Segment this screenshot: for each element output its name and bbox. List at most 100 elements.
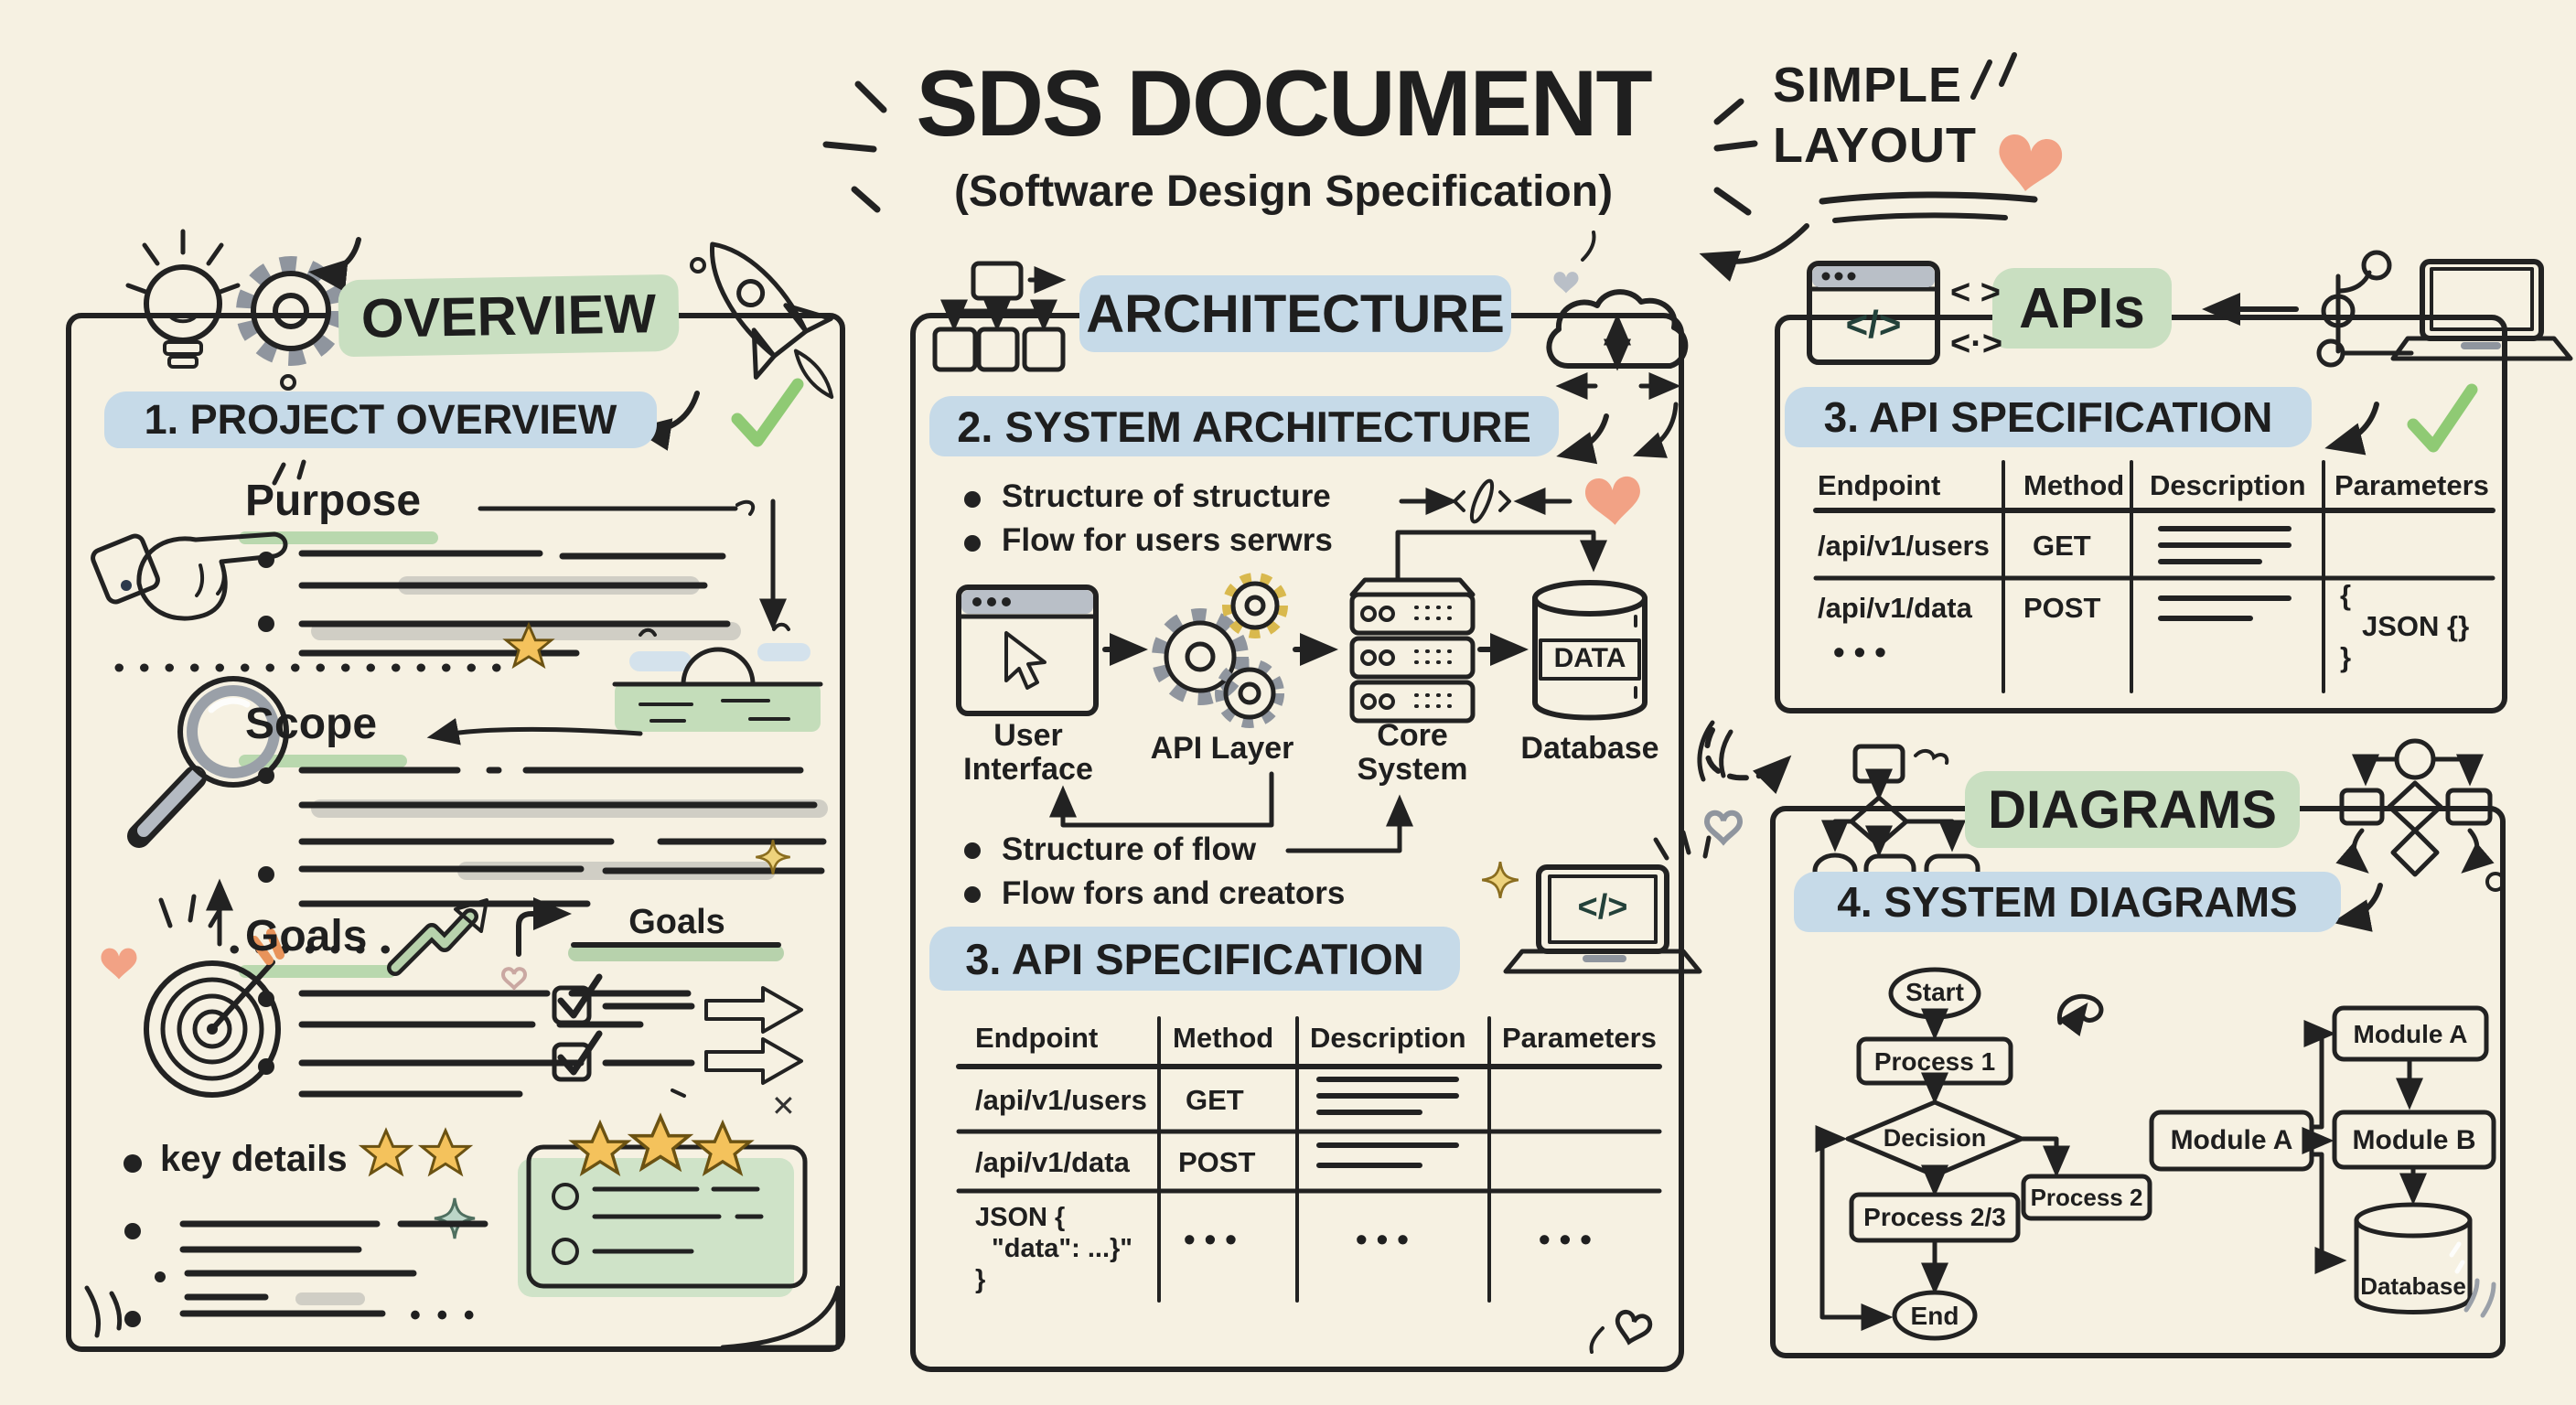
right-th-description: Description <box>2150 469 2306 501</box>
code-window-glyph: </> <box>1845 303 1902 346</box>
mini-flowchart-icon <box>1812 744 1980 889</box>
node-decision: Decision <box>1883 1124 1987 1152</box>
heart-icon <box>503 969 525 988</box>
mid-row1-endpoint: /api/v1/users <box>975 1084 1147 1116</box>
apis-table-grid <box>1813 460 2496 693</box>
node-process1: Process 1 <box>1873 1047 1996 1076</box>
sunset-icon <box>612 622 823 732</box>
laptop-code-glyph: </> <box>1577 888 1628 927</box>
badge-layout: LAYOUT <box>1773 118 1978 173</box>
sparkle-icon <box>1480 860 1520 900</box>
mid-th-endpoint: Endpoint <box>975 1022 1099 1054</box>
section-label-architecture: ARCHITECTURE <box>1079 275 1511 352</box>
api-table-grid <box>956 1016 1662 1303</box>
mid-row3-dots-3: • • • <box>1539 1220 1592 1258</box>
block-arrow-icon <box>704 986 803 1034</box>
page-curl <box>720 1285 841 1350</box>
node-module-b: Module B <box>2352 1125 2476 1155</box>
right-row2-endpoint: /api/v1/data <box>1818 592 1972 624</box>
node-start: Start <box>1905 978 1964 1006</box>
gear-icon <box>236 256 346 391</box>
node-process2: Process 2 <box>2030 1184 2143 1211</box>
pointing-hand-icon <box>91 531 288 621</box>
goals-label: Goals <box>245 912 368 960</box>
flowchart-shapes <box>1815 967 2152 1341</box>
heading-api-specification-right: 3. API SPECIFICATION <box>1785 387 2312 447</box>
right-row2-param3: } <box>2340 641 2352 673</box>
bullet-structure-of-flow: Structure of flow <box>1002 831 1257 867</box>
flow-label-api-layer: API Layer <box>1150 731 1294 766</box>
flow-label-database: Database <box>1520 731 1659 766</box>
laptop-code-icon <box>1503 830 1712 974</box>
heart-icon <box>1613 1310 1651 1346</box>
mini-flowchart-icon <box>2335 738 2506 892</box>
module-shapes <box>2149 1005 2496 1318</box>
right-row2-method: POST <box>2023 592 2101 624</box>
node-module-a-top: Module A <box>2353 1020 2468 1048</box>
node-module-a-left: Module A <box>2170 1125 2293 1155</box>
glyph-angle-dot: <·> <box>1950 325 2003 363</box>
mid-th-method: Method <box>1173 1022 1274 1054</box>
org-chart-icon <box>932 261 1067 372</box>
goals-panel-label: Goals <box>628 903 725 941</box>
heart-icon <box>101 948 137 980</box>
right-th-method: Method <box>2023 469 2125 501</box>
block-arrow-icon <box>704 1037 803 1085</box>
lightbulb-icon <box>125 229 241 369</box>
heading-api-specification-mid: 3. API SPECIFICATION <box>929 927 1460 991</box>
scope-label: Scope <box>245 700 378 748</box>
right-row2-param2: JSON {} <box>2362 610 2470 642</box>
mid-row3-json1: JSON { <box>975 1203 1066 1232</box>
mid-row2-method: POST <box>1178 1146 1256 1178</box>
cloud-sync-icon <box>1546 289 1689 458</box>
right-row1-method: GET <box>2033 530 2091 562</box>
rocket-icon <box>710 241 834 400</box>
overview-panel-decor <box>84 229 834 1338</box>
check-icon <box>731 378 804 447</box>
page-subtitle: (Software Design Specification) <box>953 167 1614 216</box>
gears-icon <box>1152 573 1288 728</box>
heading-system-diagrams: 4. SYSTEM DIAGRAMS <box>1794 872 2341 932</box>
section-label-overview: OVERVIEW <box>338 273 680 358</box>
ellipsis-doodle: • • • <box>410 1298 478 1333</box>
right-th-parameters: Parameters <box>2334 469 2489 501</box>
mid-th-parameters: Parameters <box>1502 1022 1657 1054</box>
magnifier-icon <box>127 676 289 848</box>
key-details-label: key details <box>160 1139 348 1179</box>
code-window-icon <box>1807 261 1940 365</box>
target-icon <box>144 928 284 1098</box>
subtitle-arrow <box>1699 223 1809 282</box>
bullet-structure-of-structure: Structure of structure <box>1002 478 1331 514</box>
database-icon <box>1532 580 1648 721</box>
x-doodle: ✕ <box>771 1089 796 1122</box>
star-icon <box>420 1129 471 1175</box>
architecture-panel-decor <box>932 231 1712 1354</box>
heart-icon <box>1553 272 1579 294</box>
heart-icon <box>1583 475 1643 527</box>
node-process23: Process 2/3 <box>1863 1203 2006 1231</box>
browser-cursor-icon <box>956 585 1099 716</box>
data-label: DATA <box>1553 643 1626 673</box>
heading-project-overview: 1. PROJECT OVERVIEW <box>104 391 657 448</box>
sparkle-icon <box>433 1196 477 1240</box>
badge-simple: SIMPLE <box>1773 58 1963 113</box>
server-icon <box>1349 577 1476 724</box>
heart-icon <box>1707 813 1740 842</box>
bullet-flow-for-users: Flow for users serwrs <box>1002 522 1333 558</box>
checkbox-icon <box>552 1030 603 1082</box>
bullet-flow-fors: Flow fors and creators <box>1002 875 1346 911</box>
badge-underline <box>1819 191 2038 205</box>
section-label-diagrams: DIAGRAMS <box>1965 771 2300 848</box>
right-row1-endpoint: /api/v1/users <box>1818 530 1990 562</box>
node-end: End <box>1910 1302 1959 1330</box>
zigzag-arrow-icon <box>387 898 488 976</box>
page-title: SDS DOCUMENT <box>916 51 1652 156</box>
mid-row3-json3: } <box>975 1265 986 1294</box>
mid-row3-json2: "data": ...}" <box>992 1234 1133 1263</box>
glyph-angle-brackets: < > <box>1950 273 2001 312</box>
git-branch-icon <box>2316 250 2414 368</box>
node-database: Database <box>2360 1272 2466 1300</box>
right-row3-dots: • • • <box>1833 633 1886 670</box>
